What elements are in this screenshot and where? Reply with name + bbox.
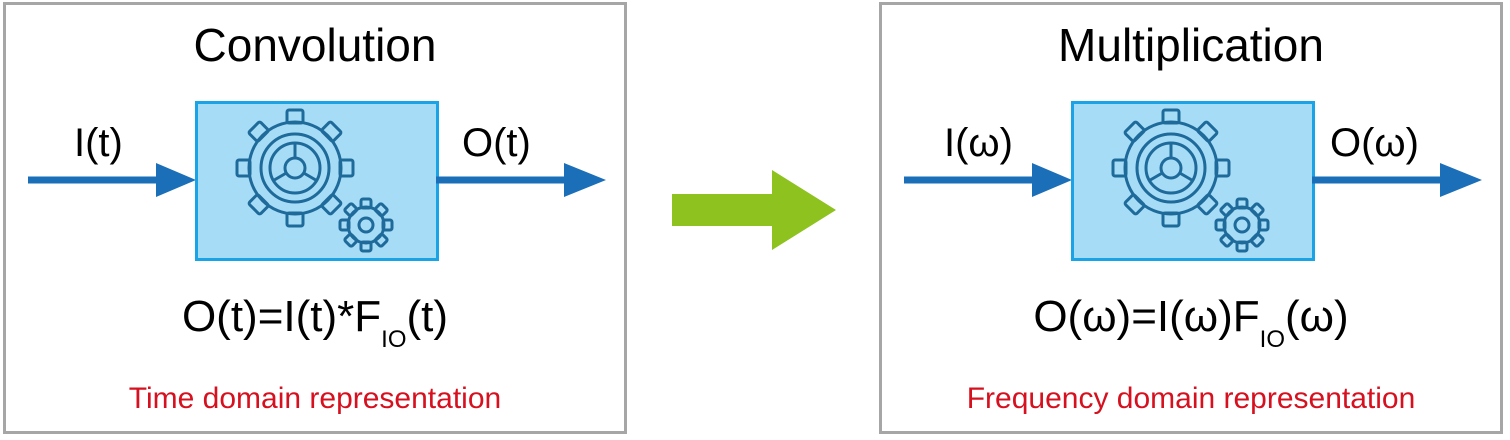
gears-icon [235, 108, 394, 253]
formula-tail: (ω) [1285, 292, 1349, 341]
system-block [1071, 101, 1315, 261]
right-arrow-icon [672, 170, 836, 250]
input-label: I(t) [74, 121, 123, 165]
formula-subscript: IO [1259, 326, 1285, 353]
input-arrow-icon [904, 163, 1072, 197]
multiplication-panel: Multiplication I(ω) [879, 2, 1503, 434]
panel-title: Multiplication [1058, 19, 1324, 71]
input-label: I(ω) [944, 121, 1013, 165]
formula-main: O(ω)=I(ω)F [1033, 292, 1260, 341]
output-arrow-icon [436, 163, 606, 197]
formula-subscript: IO [381, 326, 407, 353]
output-label: O(ω) [1330, 121, 1419, 165]
output-arrow-icon [1312, 163, 1482, 197]
panel-title: Convolution [193, 19, 437, 71]
formula: O(t)=I(t)*FIO(t) [6, 289, 624, 353]
convolution-panel: Convolution I(t) [3, 2, 627, 434]
system-block [195, 101, 439, 261]
caption: Frequency domain representation [966, 382, 1416, 415]
formula-main: O(t)=I(t)*F [181, 292, 382, 341]
output-label: O(t) [462, 121, 531, 165]
gears-icon [1111, 108, 1270, 253]
input-arrow-icon [28, 163, 196, 197]
caption: Time domain representation [128, 382, 502, 415]
formula: O(ω)=I(ω)FIO(ω) [882, 289, 1500, 353]
formula-tail: (t) [406, 292, 449, 341]
